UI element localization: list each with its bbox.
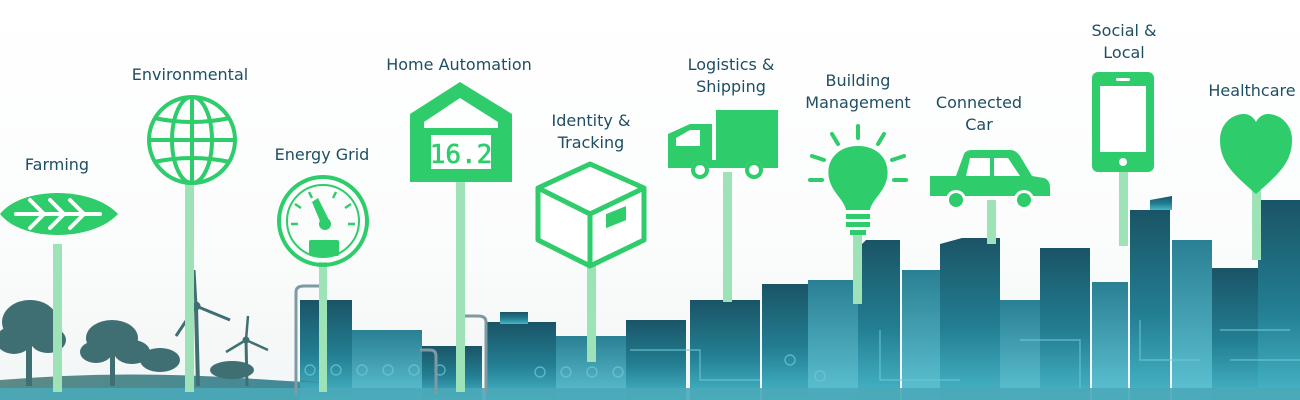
circuit-pattern [304,320,1300,390]
label-healthcare: Healthcare [1204,80,1300,102]
car-icon [930,150,1050,210]
icon-poles [53,166,1261,392]
label-identity-tracking: Identity & Tracking [536,110,646,154]
label-energy-grid-text: Energy Grid [274,145,370,164]
house-thermostat-icon: 16.2 [410,82,512,182]
label-building-management-line2: Management [805,93,911,112]
globe-icon [147,95,237,185]
street-lamps [294,284,488,394]
trees [0,300,254,386]
label-connected-car-line2: Car [965,115,993,134]
leaf-icon [0,193,118,235]
light-bulb-icon [808,124,908,235]
meter-gauge-icon [277,175,369,267]
delivery-truck-icon [668,110,778,179]
label-logistics-shipping: Logistics & Shipping [674,54,788,98]
city-skyline [300,196,1300,400]
label-home-automation-text: Home Automation [386,55,532,74]
smartphone-icon [1092,72,1154,172]
label-environmental-text: Environmental [131,65,249,84]
label-logistics-shipping-line1: Logistics & [687,55,775,74]
label-social-local-line2: Local [1103,43,1145,62]
label-social-local: Social & Local [1074,20,1174,64]
label-farming: Farming [12,154,102,176]
label-building-management-line1: Building [825,71,891,90]
label-energy-grid: Energy Grid [262,144,382,166]
heart-icon [1220,114,1292,194]
label-environmental: Environmental [120,64,260,86]
package-box-icon [535,161,647,269]
label-social-local-line1: Social & [1091,21,1157,40]
label-farming-text: Farming [24,155,90,174]
thermostat-display: 16.2 [430,140,493,170]
label-connected-car-line1: Connected [935,93,1023,112]
label-connected-car: Connected Car [924,92,1034,136]
label-home-automation: Home Automation [376,54,542,76]
label-identity-tracking-line1: Identity & [551,111,631,130]
label-logistics-shipping-line2: Shipping [696,77,766,96]
label-building-management: Building Management [798,70,918,114]
label-healthcare-text: Healthcare [1208,81,1296,100]
label-identity-tracking-line2: Tracking [557,133,625,152]
